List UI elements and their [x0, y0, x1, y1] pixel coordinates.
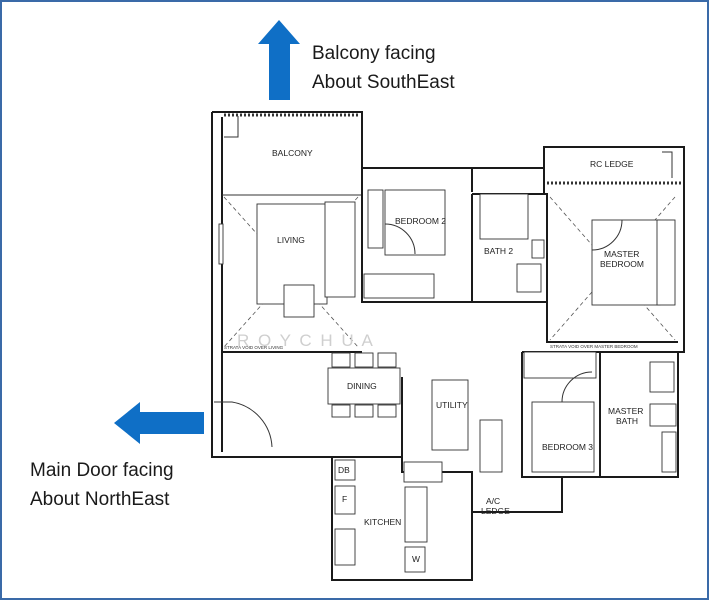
room-label-dining: DINING — [347, 381, 377, 391]
outer-walls — [211, 111, 685, 581]
room-label-balcony: BALCONY — [272, 148, 313, 158]
room-label-bedroom3: BEDROOM 3 — [542, 442, 593, 452]
room-label-master-bedroom-line2: BEDROOM — [600, 259, 644, 269]
utility-furniture — [431, 379, 503, 473]
bath2-fixtures — [479, 193, 545, 293]
dining-furniture — [327, 352, 401, 418]
room-label-kitchen: KITCHEN — [364, 517, 401, 527]
main-door-facing-text: Main Door facing — [30, 460, 174, 481]
room-label-ac-ledge-line1: A/C — [486, 496, 500, 506]
balcony-detail — [224, 116, 239, 138]
bedroom3-furniture — [523, 351, 597, 473]
room-label-w: W — [412, 554, 420, 564]
strata-void-living-note: STRATA VOID OVER LIVING — [224, 345, 284, 350]
strata-void-master-note: STRATA VOID OVER MASTER BEDROOM — [550, 344, 638, 349]
room-label-living: LIVING — [277, 235, 305, 245]
room-label-db: DB — [338, 465, 350, 475]
main-door-direction-arrow — [114, 402, 204, 444]
kitchen-fixtures — [334, 459, 443, 573]
master-bedroom-furniture — [591, 219, 676, 306]
room-label-rc-ledge: RC LEDGE — [590, 159, 634, 169]
balcony-facing-text: Balcony facing — [312, 43, 436, 64]
room-label-f: F — [342, 494, 347, 504]
room-label-bedroom2: BEDROOM 2 — [395, 216, 446, 226]
watermark-text: R O Y C H U A — [237, 331, 375, 350]
living-furniture — [218, 201, 356, 318]
balcony-direction-arrow — [258, 20, 300, 100]
room-label-utility: UTILITY — [436, 400, 468, 410]
rc-ledge-detail — [662, 151, 673, 178]
bedroom2-furniture — [363, 189, 446, 299]
main-door-swing — [214, 401, 273, 448]
room-label-master-bath-line1: MASTER — [608, 406, 643, 416]
room-label-ac-ledge-line2: LEDGE — [481, 506, 510, 516]
main-door-orientation-text: About NorthEast — [30, 489, 170, 510]
room-label-bath2: BATH 2 — [484, 246, 513, 256]
room-label-master-bath-line2: BATH — [616, 416, 638, 426]
room-label-master-bedroom-line1: MASTER — [604, 249, 639, 259]
balcony-orientation-text: About SouthEast — [312, 72, 455, 93]
master-bath-fixtures — [649, 361, 677, 473]
